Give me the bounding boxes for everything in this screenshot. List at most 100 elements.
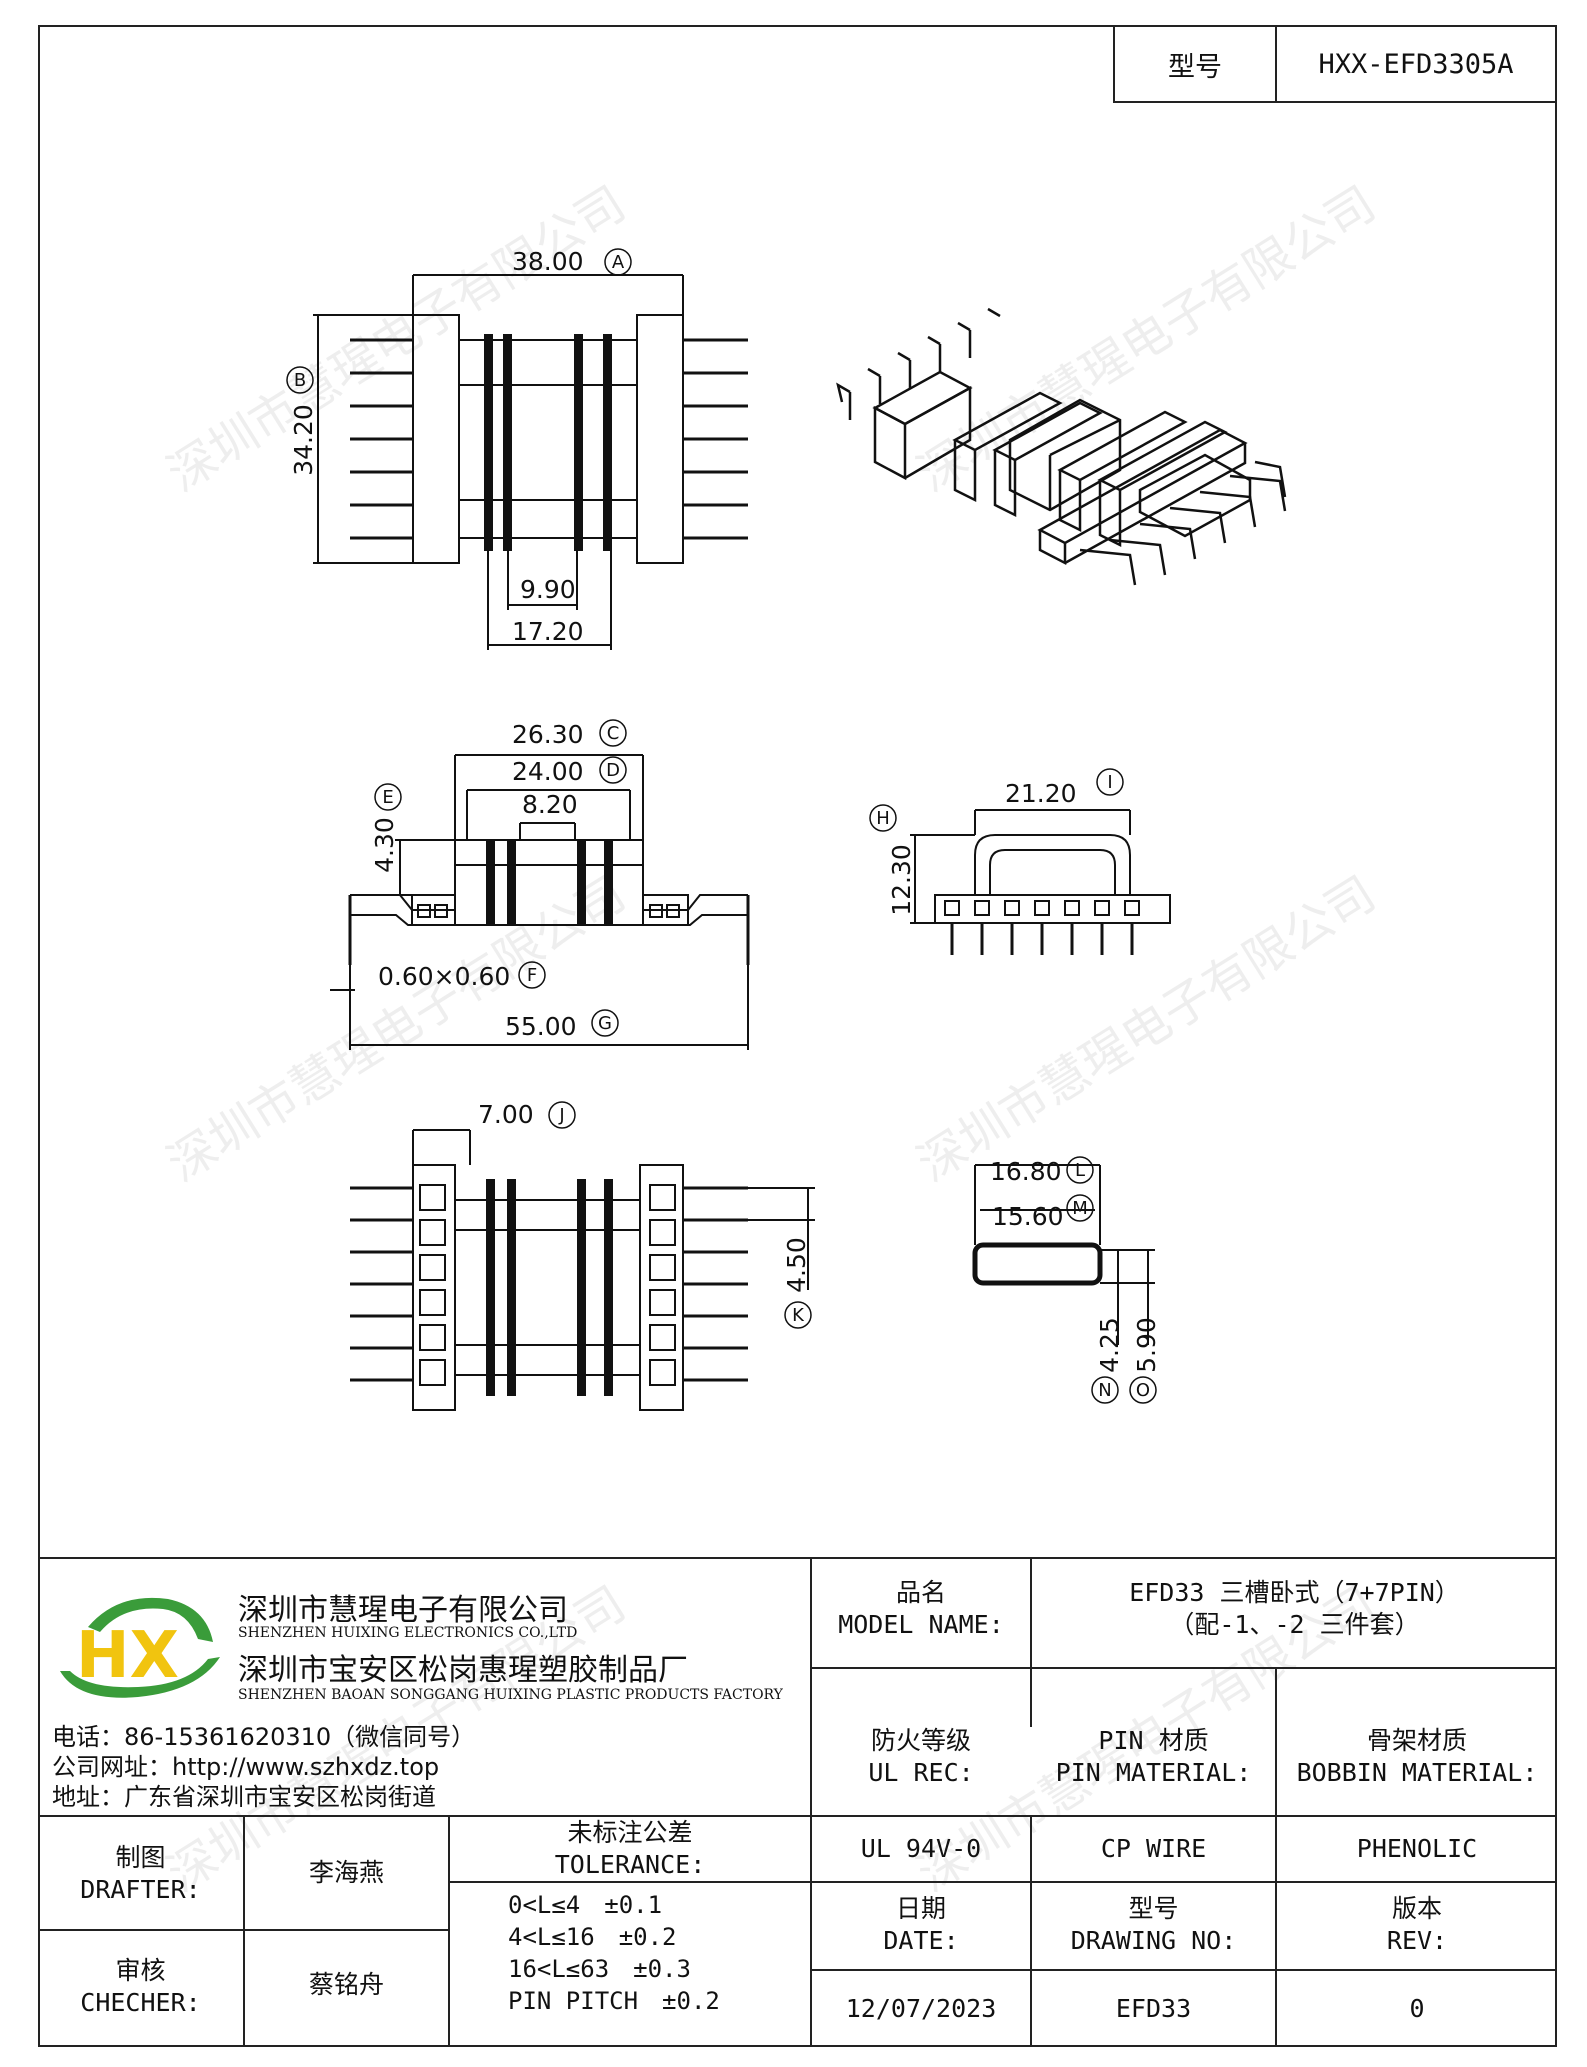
rev-value: 0 [1409,1994,1425,2023]
rev-label: 版本 REV: [1277,1893,1557,1957]
top-view [313,274,748,650]
model-value: HXX-EFD3305A [1318,48,1514,80]
dim-d-value: 24.00 [512,757,584,786]
front-view [330,754,750,1050]
dim-l-value: 16.80 [990,1157,1062,1186]
label-a: A [612,252,625,273]
logo-text: HX [76,1619,179,1693]
ul-value: UL 94V-0 [860,1834,982,1863]
label-l: L [1075,1160,1085,1181]
logo-swoosh [60,1657,220,1698]
label-k: K [792,1305,805,1326]
date-label-cn: 日期 [895,1894,946,1923]
company-name-cn: 深圳市慧瑆电子有限公司 [238,1593,568,1628]
dim-k-value: 4.50 [782,1237,811,1293]
drawing-no-label: 型号 DRAWING NO: [1032,1893,1275,1957]
factory-name-en: SHENZHEN BAOAN SONGGANG HUIXING PLASTIC … [238,1687,783,1703]
pin-value: CP WIRE [1100,1834,1207,1863]
tolerance-row: 4<L≤16 ±0.2 [508,1923,677,1951]
ul-label-en: UL REC: [868,1758,974,1787]
dim-n-value: 4.25 [1095,1317,1124,1373]
model-name-label-cn: 品名 [895,1578,946,1607]
tolerance-label-cn: 未标注公差 [567,1818,693,1847]
label-o: O [1136,1380,1150,1401]
label-h: H [876,808,890,829]
tolerance-label: 未标注公差 TOLERANCE: [450,1817,810,1881]
label-f: F [527,965,537,986]
drawing-no-label-cn: 型号 [1128,1894,1179,1923]
label-d: D [606,760,620,781]
logo-arc [88,1597,213,1642]
drafter-name: 李海燕 [308,1858,384,1887]
dim-o-value: 5.90 [1132,1317,1161,1373]
rev-label-cn: 版本 [1391,1894,1442,1923]
pin-material-label: PIN 材质 PIN MATERIAL: [1032,1725,1275,1789]
checker-label: 审核 CHECHER: [38,1955,243,2019]
dim-f-value: 0.60×0.60 [378,962,510,991]
model-name-label-en: MODEL NAME: [838,1610,1004,1639]
drawing-no-value: EFD33 [1115,1994,1192,2023]
tolerance-label-en: TOLERANCE: [554,1850,706,1879]
tolerance-row: PIN PITCH ±0.2 [508,1987,720,2015]
bottom-view [350,1129,815,1411]
dim-h-value: 12.30 [887,844,916,916]
company-website: 公司网址：http://www.szhxdz.top [52,1753,440,1781]
checker-name: 蔡铭舟 [308,1970,384,1999]
factory-name-cn: 深圳市宝安区松岗惠瑆塑胶制品厂 [238,1653,688,1688]
dim-j-value: 7.00 [478,1100,534,1129]
dim-c-value: 26.30 [512,720,584,749]
side-view [910,809,1171,955]
label-c: C [607,723,620,744]
label-b: B [294,370,306,391]
company-phone: 电话：86-15361620310（微信同号） [52,1723,476,1751]
company-address: 地址：广东省深圳市宝安区松岗街道 [52,1783,436,1811]
model-name-label: 品名 MODEL NAME: [812,1577,1030,1641]
dim-b-value: 34.20 [289,404,318,476]
tolerance-row: 16<L≤63 ±0.3 [508,1955,691,1983]
dim-i-value: 21.20 [1005,779,1077,808]
ul-label-cn: 防火等级 [870,1726,971,1755]
date-value: 12/07/2023 [845,1994,997,2023]
bobbin-value: PHENOLIC [1356,1834,1478,1863]
model-label: 型号 [1115,27,1277,101]
dim-17.20-value: 17.20 [512,617,584,646]
bobbin-material-label: 骨架材质 BOBBIN MATERIAL: [1277,1725,1557,1789]
drawing-frame [38,25,1557,2047]
dim-8.20-value: 8.20 [522,790,578,819]
pin-label-cn: PIN 材质 [1098,1726,1209,1755]
company-logo: HX [60,1597,220,1698]
tolerance-list: 0<L≤4 ±0.1 4<L≤16 ±0.2 16<L≤63 ±0.3 PIN … [508,1889,720,2017]
model-number-box: 型号 HXX-EFD3305A [1113,25,1557,103]
label-i: I [1107,772,1112,793]
dim-m-value: 15.60 [992,1202,1064,1231]
drawing-no-label-en: DRAWING NO: [1070,1926,1237,1955]
bobbin-label-en: BOBBIN MATERIAL: [1296,1758,1538,1787]
checker-label-cn: 审核 [115,1956,166,1985]
label-m: M [1072,1198,1088,1219]
isometric-view [836,307,1287,586]
drafter-label: 制图 DRAFTER: [38,1842,243,1906]
label-n: N [1098,1380,1111,1401]
date-label-en: DATE: [883,1926,959,1955]
model-name-line2: （配-1、-2 三件套） [1169,1610,1420,1639]
label-e: E [382,787,393,808]
tolerance-row: 0<L≤4 ±0.1 [508,1891,663,1919]
ul-label: 防火等级 UL REC: [812,1725,1030,1789]
model-name-value: EFD33 三槽卧式（7+7PIN） （配-1、-2 三件套） [1032,1577,1557,1641]
company-name-en: SHENZHEN HUIXING ELECTRONICS CO.,LTD [238,1625,578,1641]
bobbin-label-cn: 骨架材质 [1366,1726,1467,1755]
date-label: 日期 DATE: [812,1893,1030,1957]
drafter-label-cn: 制图 [115,1843,166,1872]
dim-g-value: 55.00 [505,1012,577,1041]
model-name-line1: EFD33 三槽卧式（7+7PIN） [1129,1578,1460,1607]
section-view [972,1164,1155,1345]
dim-9.90-value: 9.90 [520,575,576,604]
dim-a-value: 38.00 [512,247,584,276]
pin-label-en: PIN MATERIAL: [1055,1758,1252,1787]
label-j: J [558,1105,564,1126]
checker-label-en: CHECHER: [80,1988,201,2017]
technical-drawing: 38.00 34.20 9.90 17.20 26.30 24.00 8.20 … [286,247,1287,1411]
label-g: G [598,1013,612,1034]
rev-label-en: REV: [1386,1926,1448,1955]
drafter-label-en: DRAFTER: [80,1875,201,1904]
